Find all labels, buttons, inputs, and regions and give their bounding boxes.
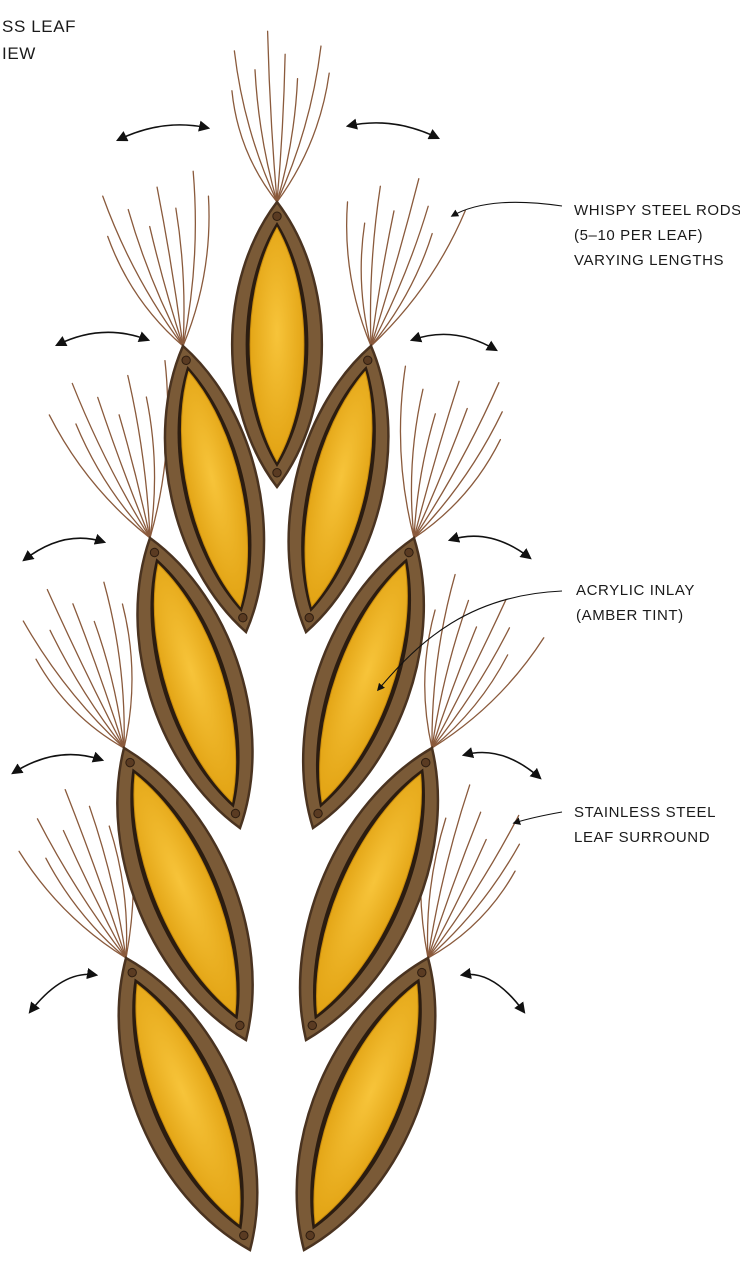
callout-acrylic-line-1: ACRYLIC INLAY xyxy=(576,578,695,603)
double-headed-arrow-icon xyxy=(348,123,438,138)
steel-rod xyxy=(183,171,195,346)
rods-r3 xyxy=(425,575,544,748)
steel-rod xyxy=(414,414,435,538)
double-headed-arrow-icon xyxy=(30,974,96,1012)
rods-l2 xyxy=(49,361,168,538)
rods-l3 xyxy=(23,582,132,748)
rods-r2 xyxy=(400,366,502,538)
double-headed-arrow-icon xyxy=(412,334,496,350)
steel-rod xyxy=(277,79,298,202)
title-line-1: SS LEAF xyxy=(2,13,76,40)
steel-rod xyxy=(128,210,183,346)
steel-rod xyxy=(73,604,124,748)
steel-rod xyxy=(347,202,371,346)
steel-rod xyxy=(72,383,150,538)
title-text: SS LEAF IEW xyxy=(2,13,76,67)
callout-surround-line-1: STAINLESS STEEL xyxy=(574,800,716,825)
steel-rod xyxy=(428,840,486,958)
double-headed-arrow-icon xyxy=(464,752,540,778)
rivet xyxy=(273,212,281,220)
rods-l4 xyxy=(19,788,133,958)
callout-rods-line-1: WHISPY STEEL RODS xyxy=(574,198,740,223)
title-line-2: IEW xyxy=(2,40,76,67)
steel-rods-layer xyxy=(19,31,544,958)
callout-rods: WHISPY STEEL RODS (5–10 PER LEAF) VARYIN… xyxy=(574,198,740,273)
steel-rod xyxy=(414,412,502,538)
double-headed-arrow-icon xyxy=(13,755,102,773)
steel-rod xyxy=(371,206,428,346)
callout-surround: STAINLESS STEEL LEAF SURROUND xyxy=(574,800,716,850)
steel-rod xyxy=(371,211,465,346)
rods-r1 xyxy=(347,179,466,346)
rods-top xyxy=(232,31,329,202)
steel-rod xyxy=(428,844,519,958)
rivet xyxy=(273,469,281,477)
leader-surround xyxy=(514,812,562,823)
steel-rod xyxy=(50,630,124,748)
leaves-layer xyxy=(79,202,477,1270)
steel-rod xyxy=(414,383,499,538)
steel-rod xyxy=(432,638,544,748)
steel-rod xyxy=(157,187,183,346)
steel-rod xyxy=(146,397,154,538)
rods-l1 xyxy=(103,171,209,346)
steel-rod xyxy=(49,415,150,538)
steel-rod xyxy=(414,381,459,538)
double-headed-arrow-icon xyxy=(118,125,208,140)
leader-rods xyxy=(452,202,562,216)
steel-rod xyxy=(19,851,126,958)
steel-rod xyxy=(428,871,515,958)
steel-rod xyxy=(277,54,285,202)
callout-rods-line-2: (5–10 PER LEAF) xyxy=(574,223,740,248)
steel-rod xyxy=(432,599,506,748)
steel-rod xyxy=(47,590,124,748)
steel-rod xyxy=(425,610,435,748)
steel-rod xyxy=(98,397,150,538)
double-headed-arrow-icon xyxy=(24,538,104,560)
double-headed-arrow-icon xyxy=(57,332,148,345)
steel-rod xyxy=(268,31,277,202)
callout-acrylic-line-2: (AMBER TINT) xyxy=(576,603,695,628)
double-headed-arrow-icon xyxy=(462,974,524,1012)
callout-acrylic: ACRYLIC INLAY (AMBER TINT) xyxy=(576,578,695,628)
steel-rod xyxy=(414,409,467,538)
steel-rod xyxy=(103,196,183,346)
callout-rods-line-3: VARYING LENGTHS xyxy=(574,248,740,273)
steel-rod xyxy=(255,70,277,202)
double-headed-arrow-icon xyxy=(450,536,530,558)
steel-rod xyxy=(361,223,371,346)
callout-surround-line-2: LEAF SURROUND xyxy=(574,825,716,850)
steel-rod xyxy=(411,389,423,538)
